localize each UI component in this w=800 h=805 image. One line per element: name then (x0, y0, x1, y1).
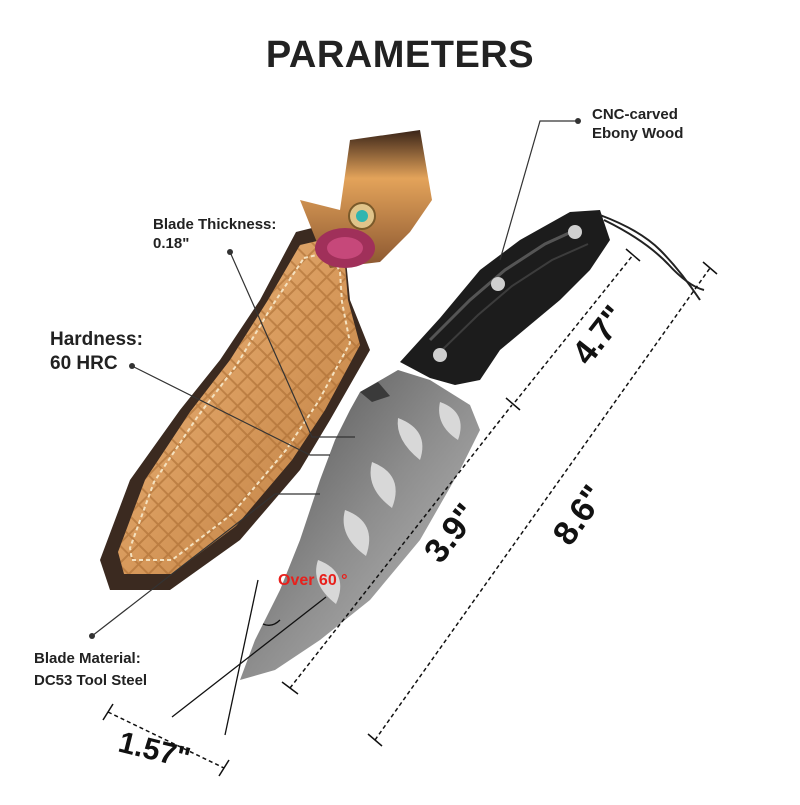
tip-angle-label: Over 60 ° (278, 572, 348, 589)
blade-thickness-callout: Blade Thickness: 0.18" (153, 216, 277, 252)
callout-lines (91, 120, 578, 637)
page-title: PARAMETERS (265, 34, 535, 76)
sheath-belt-loop (300, 130, 432, 268)
tip-angle-lines (171, 579, 327, 736)
hardness-callout: Hardness: 60 HRC (50, 329, 143, 374)
dimension-ticks (102, 248, 718, 777)
handle-pin-icon (568, 225, 582, 239)
knife-handle (400, 210, 705, 385)
leather-sheath (100, 224, 370, 590)
handle-pin-icon (491, 277, 505, 291)
handle-pin-icon (433, 348, 447, 362)
knife-blade (240, 370, 480, 680)
lanyard-cord (599, 214, 701, 301)
dimension-lines (107, 254, 711, 769)
blade-material-callout: Blade Material: DC53 Tool Steel (34, 650, 148, 689)
handle-material-callout: CNC-carved Ebony Wood (592, 106, 684, 142)
